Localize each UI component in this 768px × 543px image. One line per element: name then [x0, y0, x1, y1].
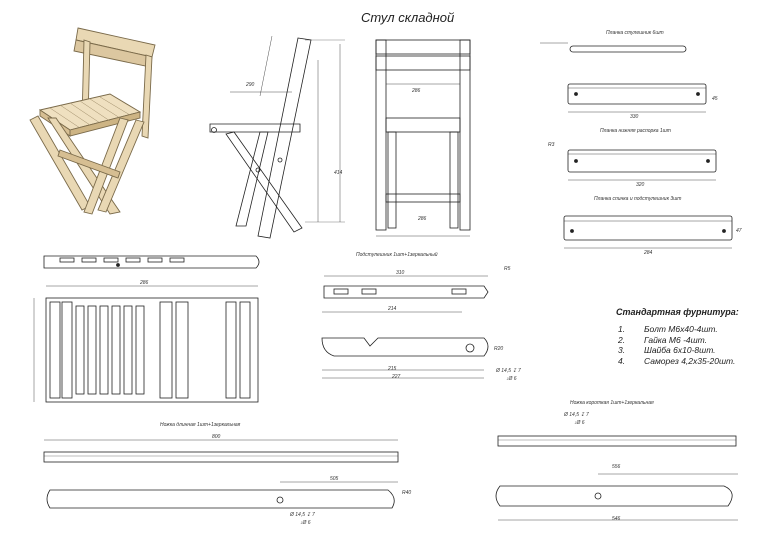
- dim-label: 414: [334, 170, 343, 176]
- seat-slats-lines: [49, 96, 131, 129]
- dim-label: R5: [504, 266, 511, 272]
- podstuleshnik-profile: [321, 311, 489, 379]
- dim-label: ↓Ø 6: [574, 420, 585, 426]
- dim-label: ↓Ø 6: [506, 376, 517, 382]
- dim-label: Ø 14,5 ↧ 7: [564, 412, 589, 418]
- dim-label: R3: [548, 142, 555, 148]
- dim-label: 330: [630, 114, 639, 120]
- dim-label: Ø 14,5 ↧ 7: [496, 368, 521, 374]
- hardware-item: 2.Гайка М6 -4шт.: [618, 334, 708, 345]
- dim-label: 556: [612, 464, 621, 470]
- caption-nozhka-korotkaya: Ножка короткая 1шт+1зеркальная: [570, 400, 654, 406]
- hardware-item: 1.Болт М6х40-4шт.: [618, 324, 718, 334]
- dim-label: 290: [246, 82, 255, 88]
- podstuleshnik-edge: [323, 275, 489, 299]
- hardware-title: Стандартная фурнитура:: [616, 307, 739, 317]
- caption-podstuleshnik: Подстулешник 1шт+1зеркальный: [356, 252, 438, 258]
- dim-label: 47: [736, 228, 742, 234]
- planka-stuleshnik-drawing: [540, 42, 687, 53]
- dim-label: 215: [388, 366, 397, 372]
- dim-label: R40: [402, 490, 412, 496]
- nozhka-korotkaya-profile: [495, 473, 738, 521]
- dim-label: ↓Ø 6: [300, 520, 311, 526]
- planka-raspor-drawing: [567, 149, 717, 181]
- nozhka-dlinnaya-profile: [46, 481, 398, 509]
- hardware-item: 4.Саморез 4,2х35-20шт.: [618, 355, 736, 366]
- dim-label: 227: [392, 374, 401, 380]
- dim-label: Ø 14,5 ↧ 7: [290, 512, 315, 518]
- caption-planka-stuleshnik: Планка стулешник 6шт: [606, 30, 664, 36]
- dim-label: 320: [636, 182, 645, 188]
- planka-spinka-drawing: [563, 215, 733, 249]
- hardware-list: 1.Болт М6х40-4шт. 2.Гайка М6 -4шт. 3.Шай…: [618, 324, 735, 366]
- chair-isometric: [29, 27, 156, 215]
- side-view: [209, 35, 345, 239]
- dim-label: 286: [418, 216, 427, 222]
- folded-top-edge-view: [43, 255, 260, 269]
- dim-label: R20: [494, 346, 504, 352]
- folded-plan-view: [33, 285, 259, 403]
- nozhka-korotkaya-edge: [497, 435, 737, 447]
- dim-label: 800: [212, 434, 221, 440]
- page-title: Стул складной: [361, 10, 455, 25]
- dim-label: 286: [140, 280, 149, 286]
- dim-label: 546: [612, 516, 621, 522]
- dim-label: 214: [388, 306, 397, 312]
- nozhka-dlinnaya-edge: [43, 439, 399, 463]
- dim-label: 286: [412, 88, 421, 94]
- front-view: [375, 39, 471, 237]
- hardware-item: 3.Шайба 6х10-8шт.: [618, 345, 716, 355]
- planka-raspor-top-drawing: [567, 83, 707, 113]
- dim-label: 505: [330, 476, 339, 482]
- dim-label: 310: [396, 270, 405, 276]
- caption-nozhka-dlinnaya: Ножка длинная 1шт+1зеркальная: [160, 422, 241, 428]
- caption-planka-raspor: Планка нижняя распорка 1шт: [600, 128, 671, 134]
- dim-label: 284: [644, 250, 653, 256]
- caption-planka-spinka: Планка спинка и подстулешник 3шт: [594, 196, 682, 202]
- dim-label: 45: [712, 96, 718, 102]
